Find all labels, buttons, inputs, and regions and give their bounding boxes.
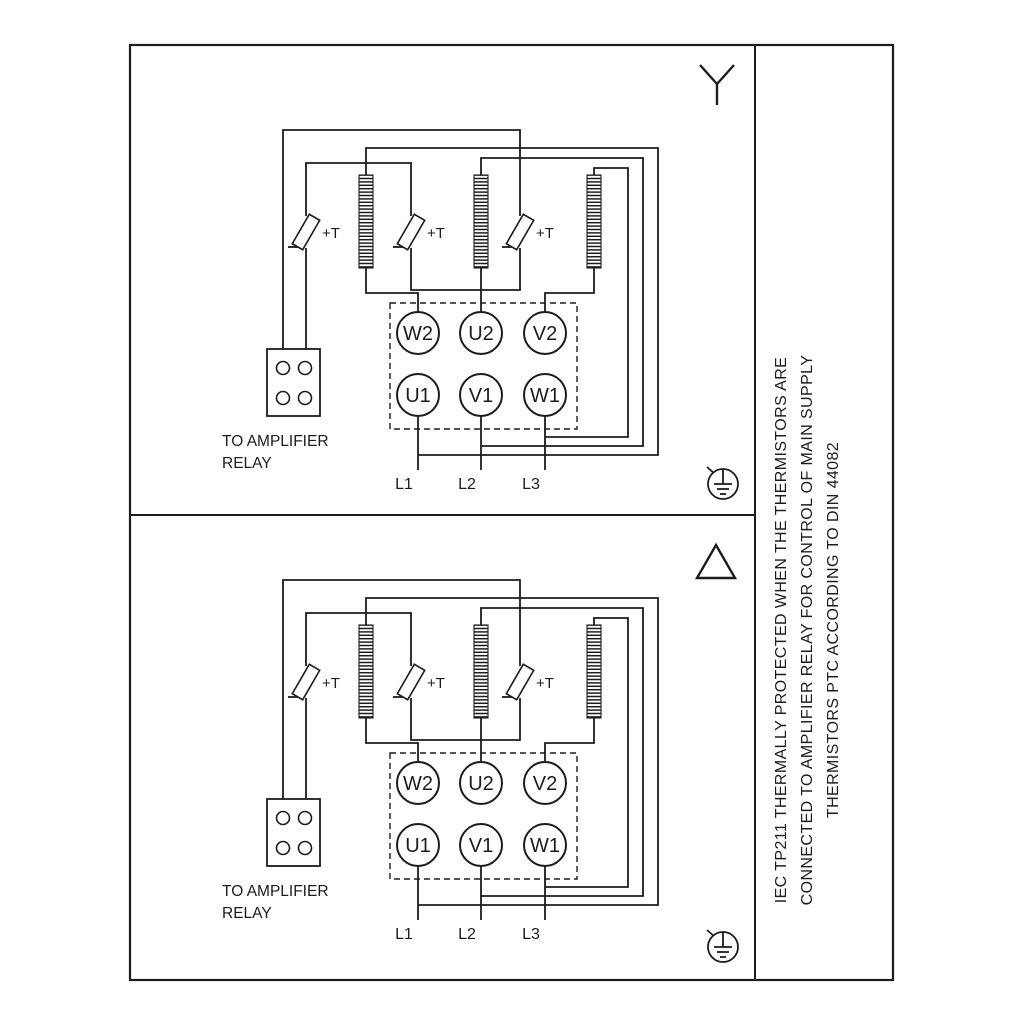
terminal-u2-label: U2 — [468, 773, 494, 795]
thermistor-label: +T — [322, 675, 340, 692]
panel-delta-labels: +T +T +T W2 U2 V2 U1 V1 W1 L1 L2 L3 TO A… — [222, 675, 560, 943]
relay-label-line1: TO AMPLIFIER — [222, 433, 329, 450]
supply-l2-label: L2 — [458, 476, 476, 493]
terminal-v1-label: V1 — [469, 385, 493, 407]
thermistor-label: +T — [322, 225, 340, 242]
terminal-u1-label: U1 — [405, 385, 431, 407]
relay-label-line2: RELAY — [222, 905, 272, 922]
side-note-line1: IEC TP211 THERMALLY PROTECTED WHEN THE T… — [773, 357, 790, 903]
terminal-w2-label: W2 — [403, 323, 433, 345]
thermistor-label: +T — [536, 225, 554, 242]
panel-star-labels: +T +T +T W2 U2 V2 U1 V1 W1 L1 L2 L3 TO A… — [222, 225, 560, 493]
supply-l1-label: L1 — [395, 926, 413, 943]
panel-star: +T +T +T W2 U2 V2 U1 V1 W1 L1 L2 L3 TO A… — [222, 64, 739, 500]
terminal-v2-label: V2 — [533, 323, 557, 345]
side-note-line3: THERMISTORS PTC ACCORDING TO DIN 44082 — [825, 442, 842, 818]
supply-l1-label: L1 — [395, 476, 413, 493]
terminal-w2-label: W2 — [403, 773, 433, 795]
terminal-w1-label: W1 — [530, 385, 560, 407]
thermistor-label: +T — [427, 675, 445, 692]
thermistor-label: +T — [427, 225, 445, 242]
side-note: IEC TP211 THERMALLY PROTECTED WHEN THE T… — [773, 355, 842, 906]
terminal-w1-label: W1 — [530, 835, 560, 857]
panel-delta: +T +T +T W2 U2 V2 U1 V1 W1 L1 L2 L3 TO A… — [222, 542, 739, 963]
supply-l3-label: L3 — [522, 476, 540, 493]
wye-symbol-icon — [699, 64, 735, 105]
relay-label-line2: RELAY — [222, 455, 272, 472]
thermistor-label: +T — [536, 675, 554, 692]
drawing-frame — [128, 43, 895, 982]
terminal-v1-label: V1 — [469, 835, 493, 857]
terminal-u1-label: U1 — [405, 835, 431, 857]
delta-symbol-icon — [694, 542, 738, 580]
terminal-v2-label: V2 — [533, 773, 557, 795]
terminal-u2-label: U2 — [468, 323, 494, 345]
supply-l3-label: L3 — [522, 926, 540, 943]
relay-label-line1: TO AMPLIFIER — [222, 883, 329, 900]
side-note-line2: CONNECTED TO AMPLIFIER RELAY FOR CONTROL… — [799, 355, 816, 906]
supply-l2-label: L2 — [458, 926, 476, 943]
